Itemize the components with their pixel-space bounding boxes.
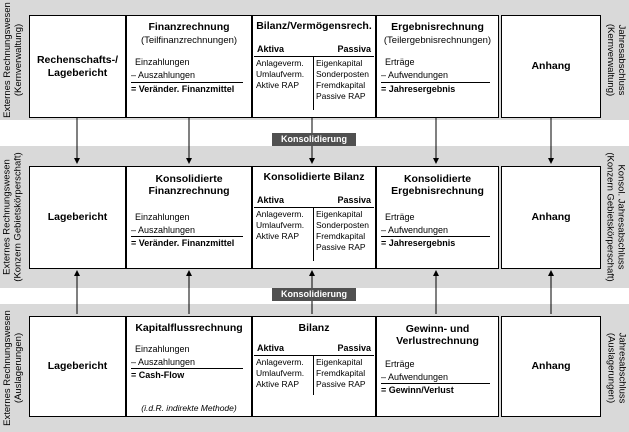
box-result: = Veränder. Finanzmittel — [131, 84, 235, 94]
aktiva-label: Aktiva — [257, 44, 285, 54]
box-result: = Gewinn/Verlust — [381, 385, 454, 395]
passiva-label: Passiva — [337, 195, 371, 205]
top-right-label: Jahresabschluss(Kernverwaltung) — [605, 23, 627, 97]
bottom-right-label: Jahresabschluss(Auslagerungen) — [605, 332, 628, 404]
bottom-left-label: Externes Rechnungswesen(Auslagerungen) — [2, 310, 24, 426]
middle-left-label: Externes Rechnungswesen(Konzern Gebietsk… — [2, 152, 24, 282]
box-title: Bilanz — [298, 322, 330, 334]
box-title: Ergebnisrechnung — [391, 21, 484, 33]
aktiva-label: Aktiva — [257, 343, 285, 353]
box-subtitle: (Teilergebnisrechnungen) — [383, 35, 492, 46]
top-lagebericht-box: Rechenschafts-/Lagebericht — [29, 15, 126, 118]
bottom-kapitalflussrechnung-box: Kapitalflussrechnung Einzahlungen – Ausz… — [126, 316, 252, 417]
box-note: (i.d.R. indirekte Methode) — [141, 403, 237, 413]
box-subtitle: (Teilfinanzrechnungen) — [140, 35, 238, 46]
box-result: = Jahresergebnis — [381, 238, 456, 248]
top-anhang-box: Anhang — [501, 15, 601, 118]
top-left-label: Externes Rechnungswesen(Kernverwaltung) — [2, 2, 24, 118]
box-title: Kapitalflussrechnung — [135, 322, 243, 334]
passiva-label: Passiva — [337, 343, 371, 353]
bottom-anhang-box: Anhang — [501, 316, 601, 417]
bottom-lagebericht-box: Lagebericht — [29, 316, 126, 417]
middle-anhang-box: Anhang — [501, 166, 601, 269]
box-title: Konsolidierte Bilanz — [263, 171, 365, 183]
top-finanzrechnung-box: Finanzrechnung (Teilfinanzrechnungen) Ei… — [126, 15, 252, 118]
middle-lagebericht-box: Lagebericht — [29, 166, 126, 269]
box-result: = Jahresergebnis — [381, 84, 456, 94]
middle-right-label: Konsol. Jahresabschluss(Konzern Gebietsk… — [605, 152, 627, 282]
box-title: Finanzrechnung — [148, 21, 230, 33]
box-result: = Cash-Flow — [131, 370, 185, 380]
box-title: Bilanz/Vermögensrech. — [256, 20, 372, 32]
top-ergebnisrechnung-box: Ergebnisrechnung (Teilergebnisrechnungen… — [376, 15, 499, 118]
konsolidierung-label-top: Konsolidierung — [272, 133, 356, 146]
passiva-label: Passiva — [337, 44, 371, 54]
aktiva-label: Aktiva — [257, 195, 285, 205]
konsolidierung-label-bottom: Konsolidierung — [272, 288, 356, 301]
box-result: = Veränder. Finanzmittel — [131, 238, 235, 248]
